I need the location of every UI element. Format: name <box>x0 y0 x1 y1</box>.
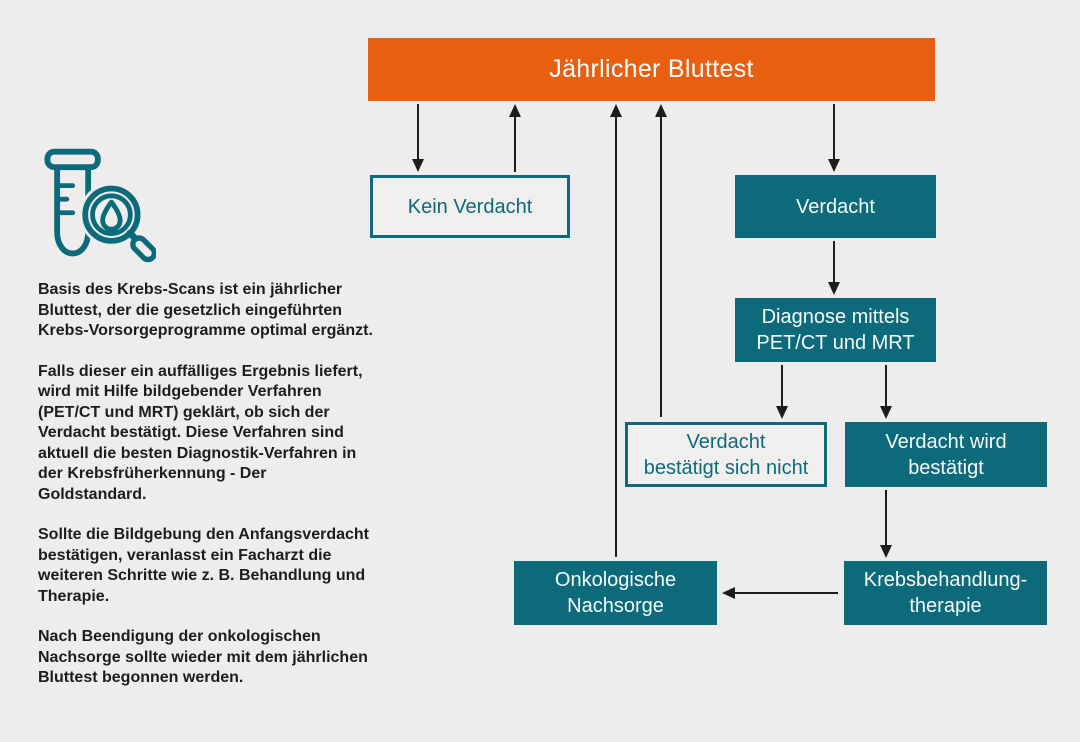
arrow-banner-to-verdacht <box>828 104 840 172</box>
description-panel: Basis des Krebs-Scans ist ein jährlicher… <box>38 280 376 709</box>
description-paragraph: Sollte die Bildgebung den Anfangsverdach… <box>38 526 369 605</box>
node-diagnose-pet-ct-mrt: Diagnose mittels PET/CT und MRT <box>735 298 936 362</box>
node-verdacht-nicht-bestaetigt: Verdacht bestätigt sich nicht <box>625 422 827 487</box>
description-paragraph: Nach Beendigung der onkologischen Nachso… <box>38 628 368 686</box>
description-paragraph: Falls dieser ein auffälliges Ergebnis li… <box>38 362 363 503</box>
banner-label: Jährlicher Bluttest <box>549 55 754 83</box>
description-paragraph: Basis des Krebs-Scans ist ein jährlicher… <box>38 281 373 339</box>
node-verdacht: Verdacht <box>735 175 936 238</box>
arrow-nachsorge-to-banner <box>610 104 622 557</box>
arrow-banner-to-kein-verdacht <box>412 104 424 172</box>
blood-test-magnifier-icon <box>30 146 158 264</box>
arrow-kein-verdacht-to-banner <box>509 104 521 172</box>
node-onkologische-nachsorge: Onkologische Nachsorge <box>514 561 717 625</box>
arrow-bestaetigt-to-krebsbehandlung <box>880 490 892 558</box>
node-jaehrlicher-bluttest: Jährlicher Bluttest <box>368 38 935 101</box>
arrow-diagnose-to-bestaetigt <box>880 365 892 419</box>
arrow-verdacht-to-diagnose <box>828 241 840 295</box>
node-verdacht-bestaetigt: Verdacht wird bestätigt <box>845 422 1047 487</box>
node-kein-verdacht: Kein Verdacht <box>370 175 570 238</box>
arrow-krebsbehandlung-to-nachsorge <box>722 587 838 599</box>
node-krebsbehandlung-therapie: Krebsbehandlung- therapie <box>844 561 1047 625</box>
arrow-nicht-bestaetigt-to-banner <box>655 104 667 417</box>
arrow-diagnose-to-nicht-bestaetigt <box>776 365 788 419</box>
